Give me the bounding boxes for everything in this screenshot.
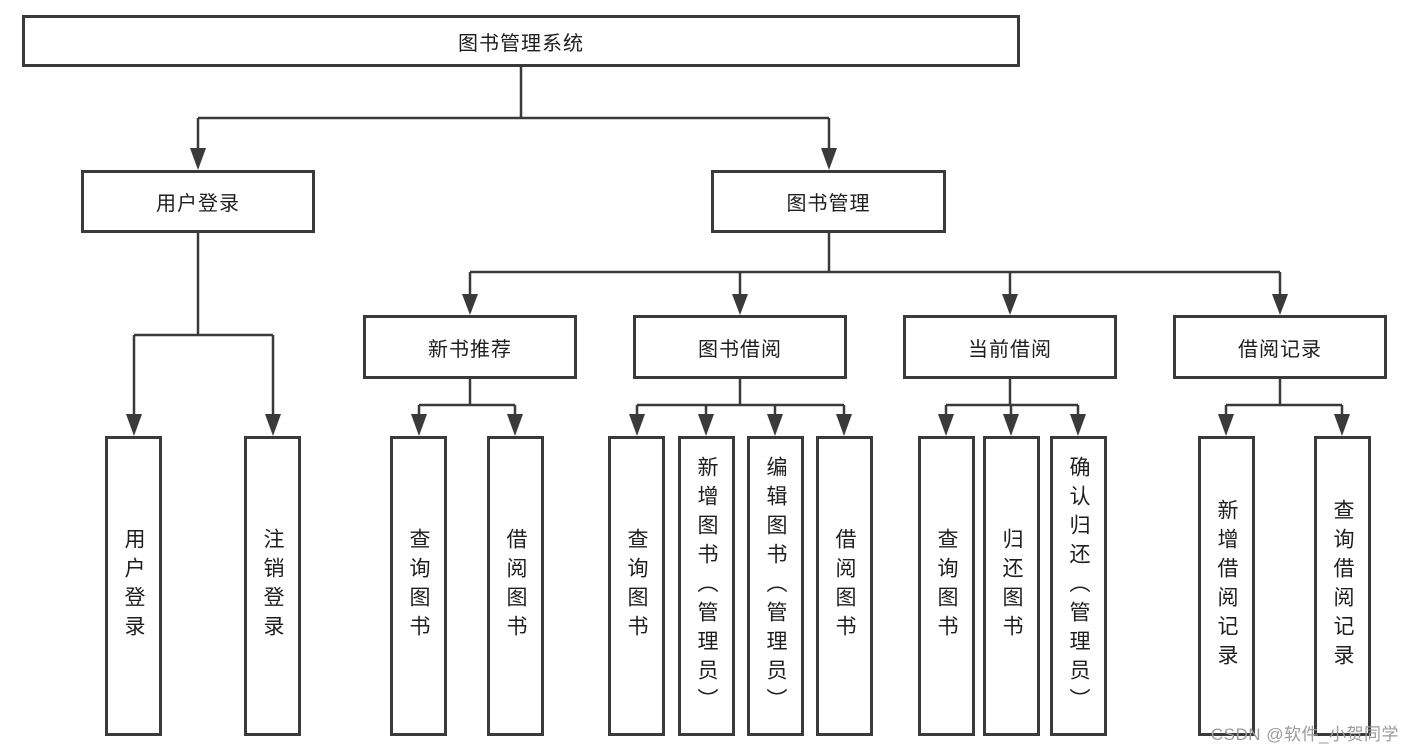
leaf-newbook-query-books: 查询图书 [390,436,447,736]
leaf-logout: 注销登录 [244,436,301,736]
connector-current-borrowing-children [938,379,1086,436]
connector-root-to-level2 [190,67,837,170]
leaf-user-login: 用户登录 [105,436,162,736]
leaf-borrowing-add-books-admin: 新增图书（管理员） [678,436,735,736]
leaf-borrowing-edit-books-admin: 编辑图书（管理员） [747,436,804,736]
connector-book-borrowing-children [629,379,852,436]
node-root: 图书管理系统 [22,15,1020,67]
watermark: CSDN @软件_小贺同学 [1210,725,1399,744]
leaf-records-query-record: 查询借阅记录 [1314,436,1371,736]
leaf-current-confirm-return-admin: 确认归还（管理员） [1050,436,1107,736]
connector-user-login-children [126,233,281,436]
connector-new-book-children [411,379,523,436]
leaf-records-add-record: 新增借阅记录 [1198,436,1255,736]
node-new-book-recommendation: 新书推荐 [363,315,577,379]
node-current-borrowing: 当前借阅 [903,315,1117,379]
leaf-current-return-books: 归还图书 [983,436,1040,736]
node-book-borrowing: 图书借阅 [633,315,847,379]
node-user-login: 用户登录 [81,170,315,233]
node-book-management: 图书管理 [711,170,946,233]
leaf-borrowing-borrow-books: 借阅图书 [816,436,873,736]
leaf-current-query-books: 查询图书 [918,436,975,736]
node-borrowing-records: 借阅记录 [1173,315,1387,379]
connector-borrowing-records-children [1218,379,1350,436]
leaf-borrowing-query-books: 查询图书 [608,436,665,736]
leaf-newbook-borrow-books: 借阅图书 [487,436,544,736]
connector-book-management-to-level3 [462,233,1288,315]
